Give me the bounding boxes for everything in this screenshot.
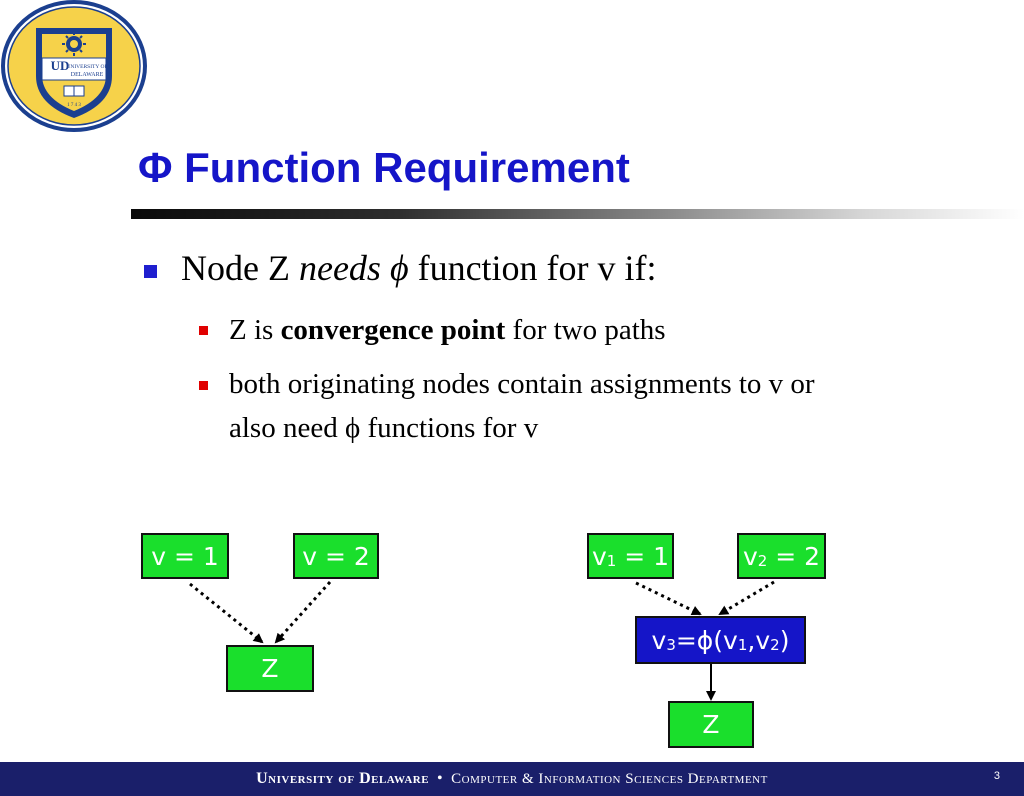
node-label: v xyxy=(742,541,758,571)
sub-bullet-line: also need ϕ functions for v xyxy=(229,412,539,444)
footer-caption: University of Delaware • Computer & Inform… xyxy=(0,770,1024,788)
node-subscript: 2 xyxy=(757,552,768,570)
node-label: = 1 xyxy=(616,541,670,571)
sub-bullet-square-icon xyxy=(199,326,208,335)
page-number: 3 xyxy=(993,770,1000,782)
convergence-point-bold: convergence point xyxy=(280,314,506,346)
phi-symbol: ϕ xyxy=(389,248,409,288)
slide-title-text: Function Requirement xyxy=(184,144,630,191)
node-label: v = 2 xyxy=(302,541,370,571)
left-node-v-equals-1: v = 1 xyxy=(141,533,229,579)
svg-text:UD: UD xyxy=(51,58,70,73)
node-subscript: 2 xyxy=(770,636,780,654)
node-label: ) xyxy=(779,625,790,655)
sub-bullet-text-part: Z is xyxy=(229,314,274,346)
footer-separator: • xyxy=(437,770,444,787)
right-node-z: Z xyxy=(668,701,754,748)
needs-emphasis: needs xyxy=(298,248,381,288)
sub-bullet-text-part: for two paths xyxy=(512,314,666,346)
slide-title: Φ Function Requirement xyxy=(138,144,630,192)
left-arrow-2 xyxy=(274,580,332,644)
node-subscript: 1 xyxy=(737,636,748,654)
node-label: v xyxy=(651,625,667,655)
svg-text:1 7 4 3: 1 7 4 3 xyxy=(67,103,81,108)
bullet-text-part: Node Z xyxy=(181,248,290,288)
sub-bullet-convergence-point: Z is convergence point for two paths xyxy=(229,308,666,352)
node-subscript: 3 xyxy=(666,636,676,654)
left-node-z: Z xyxy=(226,645,314,692)
node-label: Z xyxy=(702,710,720,739)
right-arrow-2 xyxy=(718,580,775,616)
footer-bar: University of Delaware • Computer & Inform… xyxy=(0,762,1024,796)
university-seal-logo: UD UNIVERSITY OF DELAWARE 1 7 4 3 xyxy=(1,0,147,132)
footer-university: University of Delaware xyxy=(256,770,430,787)
left-arrow-1 xyxy=(189,582,264,644)
title-divider xyxy=(131,209,1024,219)
sub-bullet-line: both originating nodes contain assignmen… xyxy=(229,368,815,400)
bullet-node-z-needs-phi: Node Z needs ϕ function for v if: xyxy=(181,247,657,289)
node-label: = 2 xyxy=(767,541,821,571)
left-node-v-equals-2: v = 2 xyxy=(293,533,379,579)
node-label: v = 1 xyxy=(151,541,219,571)
sub-bullet-originating-nodes: both originating nodes contain assignmen… xyxy=(229,362,815,450)
node-label: ,v xyxy=(747,625,771,655)
phi-title-symbol: Φ xyxy=(138,144,173,191)
bullet-text-part: function for v if: xyxy=(417,248,657,288)
footer-department: Computer & Information Sciences Departme… xyxy=(451,771,768,787)
bullet-square-icon xyxy=(144,265,157,278)
sub-bullet-square-icon xyxy=(199,381,208,390)
node-label: =ϕ(v xyxy=(675,625,738,655)
svg-text:DELAWARE: DELAWARE xyxy=(71,72,104,78)
svg-text:UNIVERSITY OF: UNIVERSITY OF xyxy=(66,64,107,70)
node-label: v xyxy=(591,541,607,571)
right-arrow-1 xyxy=(635,581,702,616)
node-subscript: 1 xyxy=(606,552,617,570)
node-label: Z xyxy=(261,654,279,683)
